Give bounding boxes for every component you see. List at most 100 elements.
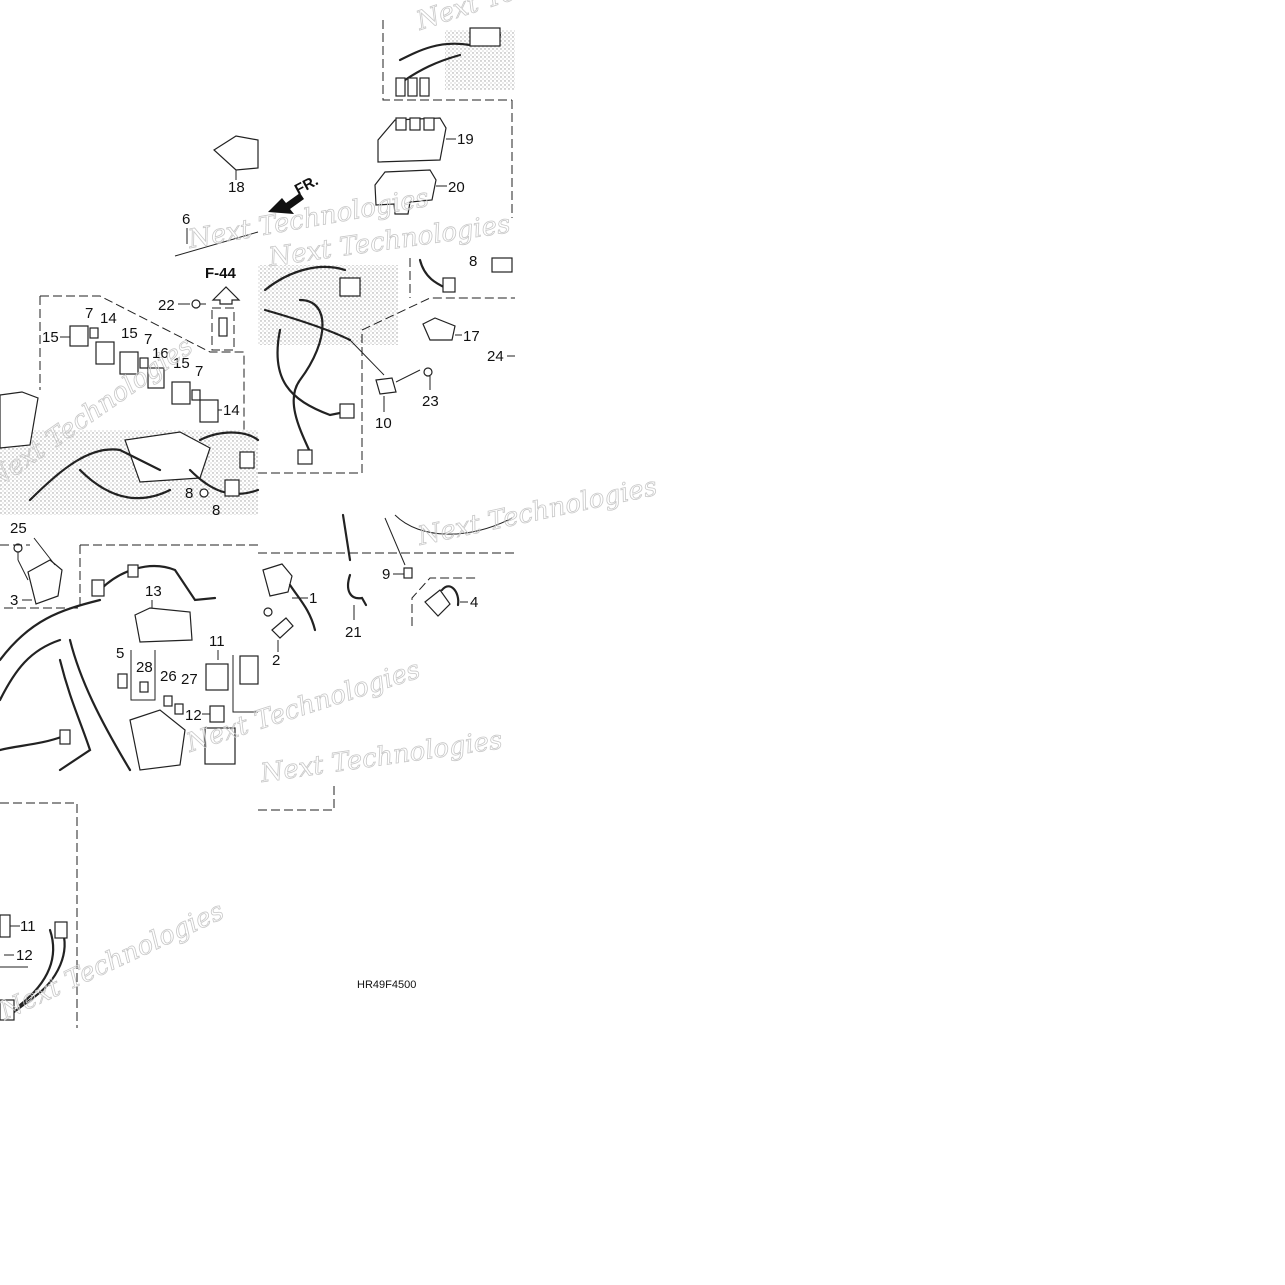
relay-15 (171, 381, 191, 405)
callout-8b: 8 (212, 502, 220, 519)
callout-7b: 7 (144, 331, 152, 348)
sensor-17 (422, 317, 456, 341)
up-arrow-icon (211, 286, 241, 305)
callout-28: 28 (136, 659, 153, 676)
connector (59, 729, 71, 745)
connector (224, 479, 240, 497)
bracket-10 (375, 377, 397, 395)
section-border (258, 297, 515, 474)
wire (0, 598, 102, 662)
detail-box (211, 307, 235, 351)
relay-16 (147, 367, 165, 389)
callout-14: 14 (100, 310, 117, 327)
callout-22: 22 (158, 297, 175, 314)
leader-line (349, 339, 385, 376)
direction-label: FR. (292, 172, 321, 198)
callout-20: 20 (448, 179, 465, 196)
connector (297, 449, 313, 465)
callout-14b: 14 (223, 402, 240, 419)
relay-11 (205, 663, 229, 691)
tile-lower-left: 25 3 13 5 28 26 27 (0, 520, 424, 772)
relay-14 (95, 341, 115, 365)
section-border (0, 802, 78, 1028)
relay-14 (199, 399, 219, 423)
wire-outline (394, 514, 513, 535)
callout-9: 9 (382, 566, 390, 583)
reference-block: F-44 (205, 265, 237, 282)
clip-8 (199, 488, 209, 498)
tile-small: Next Technologies (257, 725, 505, 811)
bolt-23 (423, 367, 433, 377)
fuse-box (124, 431, 211, 483)
wire (276, 328, 347, 417)
wire-21 (346, 573, 368, 607)
wire (263, 308, 352, 342)
section-border (40, 295, 245, 430)
leader-line (17, 559, 29, 581)
connector (407, 77, 418, 97)
callout-15c: 15 (173, 355, 190, 372)
diagram-code: HR49F4500 (357, 979, 416, 991)
tile-bottom-left: 11 12 Next Technologies (0, 802, 229, 1028)
module-3 (27, 559, 63, 605)
callout-19: 19 (457, 131, 474, 148)
callout-12b: 12 (16, 947, 33, 964)
tile-top-right: 19 20 FR. Next Technologies (268, 0, 654, 218)
callout-23: 23 (422, 393, 439, 410)
relay-15 (69, 325, 89, 347)
wire (98, 565, 217, 602)
wire (78, 468, 172, 500)
cap-2 (271, 617, 294, 639)
connector (339, 403, 355, 419)
tile-middle-left: F-44 22 15 7 14 15 7 16 15 7 14 (0, 265, 260, 519)
bracket-line (232, 655, 258, 713)
fuse-7 (139, 357, 149, 369)
connector-pin (423, 117, 435, 131)
fuse-box-13 (134, 607, 193, 643)
connector (442, 277, 456, 293)
watermark: Next Technologies (258, 725, 504, 789)
wire (341, 513, 352, 562)
sensor-4 (424, 589, 451, 617)
fuse-7 (89, 327, 99, 339)
wire (28, 448, 162, 502)
bolt (191, 299, 201, 309)
relay-12 (209, 705, 225, 723)
leader-line (33, 537, 56, 566)
connector (0, 914, 11, 938)
wire (440, 585, 460, 607)
connector (491, 257, 513, 273)
section-border (0, 545, 81, 609)
callout-26: 26 (160, 668, 177, 685)
callout-4: 4 (470, 594, 478, 611)
section-border (411, 577, 478, 626)
fuse-7 (191, 389, 201, 401)
callout-2: 2 (272, 652, 280, 669)
callout-10: 10 (375, 415, 392, 432)
connector (419, 77, 430, 97)
wire (0, 734, 66, 752)
connector (339, 277, 361, 297)
leader-line (395, 369, 421, 383)
bracket-line (130, 650, 156, 701)
wire (198, 431, 260, 442)
callout-5: 5 (116, 645, 124, 662)
fuse-5 (117, 673, 128, 689)
fuse-27 (174, 703, 184, 715)
wire (58, 658, 92, 772)
fuse-26 (163, 695, 173, 707)
wire (263, 265, 347, 292)
coil-1 (262, 563, 293, 597)
callout-24: 24 (487, 348, 504, 365)
section-border (258, 785, 335, 811)
callout-7c: 7 (195, 363, 203, 380)
callout-12: 12 (185, 707, 202, 724)
relay-15 (119, 351, 139, 375)
callout-25: 25 (10, 520, 27, 537)
callout-11: 11 (209, 633, 225, 650)
connector (54, 921, 68, 939)
wire (292, 298, 324, 454)
callout-27: 27 (181, 671, 198, 688)
